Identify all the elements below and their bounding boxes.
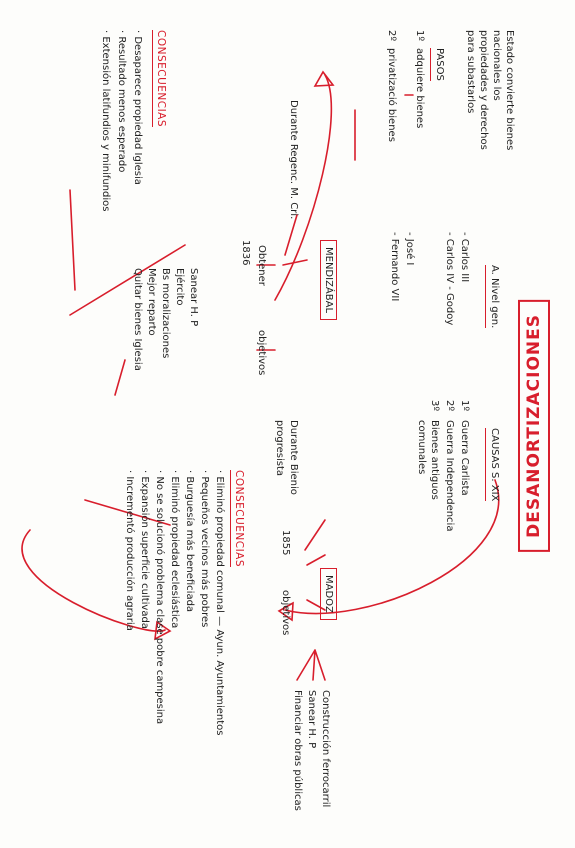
madoz-year: 1855 [280,530,291,556]
arrow-head-left [313,70,335,87]
madoz-cons-6: · Expansión superficie cultivada [139,470,150,629]
link-madoz-year [306,554,326,566]
a-nivel-label: A. Nivel gen. [485,265,500,329]
arrow-curve-left [274,74,333,301]
causa-2-text: Guerra Independencia [444,420,455,532]
link-mend-durante [284,214,298,256]
causa-1-num: 1º [459,400,470,412]
madoz-durante: Durante Bienio [288,420,299,495]
mend-cons-1: · Desaparece propiedad Iglesia [132,30,143,185]
madoz-obj-3: Financiar obras públicas [292,690,303,811]
mendizabal-box: MENDIZÁBAL [320,240,337,321]
rey-2: - Carlos IV - Godoy [444,232,455,326]
mend-year: 1836 [240,240,251,266]
causa-1-text: Guerra Carlista [459,420,470,496]
mend-objetivos-label: objetivos [256,330,267,376]
arrow-curve-right [284,479,500,615]
rey-4: - Fernando VII [389,232,400,302]
madoz-cons-5: · No se solucionó problema clase pobre c… [154,470,165,725]
paso-2-num: 2º [386,30,397,42]
mend-obj-3: Bs moralizaciones [160,268,171,359]
intro-line-4: para subastarlos [465,30,476,114]
mend-cons-3: · Extensión latifundios y minifundios [100,30,111,212]
mend-durante: Durante Regenc. M. Cri. [288,100,299,220]
mend-consecuencias-label: CONSECUENCIAS [151,30,167,128]
intro-line-3: propiedades y derechos [478,30,489,150]
causa-2-num: 2º [444,400,455,412]
madoz-box: MADOZ [320,568,337,620]
pasos-label: PASOS [430,48,445,81]
intro-line-2: nacionales los [491,30,502,101]
madoz-cons-4: · Eliminó propiedad eclesiástica [169,470,180,629]
mend-obtener: Obtener [256,245,267,286]
paso-2-text: privatizació bienes [386,48,397,142]
link-title-left [69,244,186,316]
madoz-cons-1: · Eliminó propiedad comunal — Ayun. Ayun… [214,470,225,736]
madoz-cons-7: · Incrementó producción agraria [124,470,135,631]
madoz-cons-3: · Burguesía más beneficiada [184,470,195,613]
madoz-obj-2: Sanear H. P [306,690,317,749]
link-mend-year [282,259,308,266]
causas-label: CAUSAS S. XIX [485,428,500,502]
madoz-cons-2: · Pequeños vecinos más pobres [199,470,210,628]
link-title-right [84,499,171,526]
paso-1-text: adquiere bienes [414,48,425,129]
mend-obj-1: Sanear H. P [188,268,199,327]
rey-3: - José I [404,232,415,266]
mend-obj-2: Ejército [174,268,185,306]
arrow-head-bottom [154,620,172,641]
arrow-head-right [277,601,294,622]
main-title: DESANORTIZACIONES [518,300,550,552]
arrow-curve-bottom [21,529,166,632]
madoz-objetivos-label: objetivos [280,590,291,636]
mend-obj-5: Quitar bienes Iglesia [132,268,143,371]
causa-3-num: 3º [429,400,440,412]
paso-1-num: 1º [414,30,425,42]
link-title-intro [69,189,76,291]
madoz-progresista: progresista [274,420,285,476]
link-madoz-durante [304,519,326,551]
link-title-ivel [114,359,126,396]
intro-line-1: Estado convierte bienes [504,30,515,151]
madoz-consecuencias-label: CONSECUENCIAS [229,470,245,568]
causa-3-text-cont: comunales [416,420,427,475]
mend-obj-4: Mejor reparto [146,268,157,336]
mend-cons-2: · Resultado menos esperado [116,30,127,173]
link-madoz-obj [306,599,326,611]
madoz-obj-1: Construcción ferrocarril [320,690,331,808]
fork-madoz-obj [296,649,326,681]
rey-1: - Carlos III [459,232,470,283]
causa-3-text: Bienes antiguos [429,420,440,500]
